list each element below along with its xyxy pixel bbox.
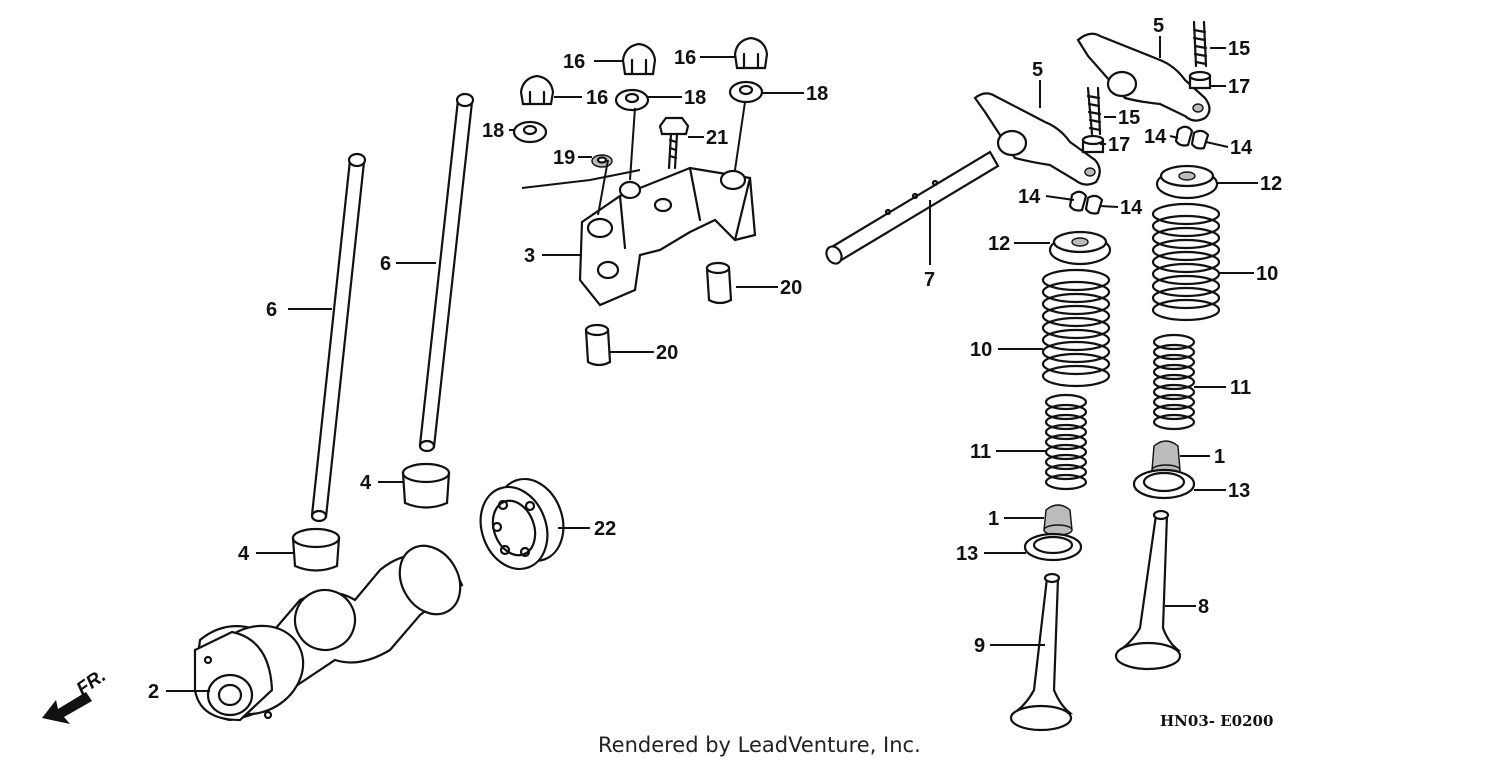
callout-16: 16 <box>674 47 696 69</box>
callout-6: 6 <box>266 299 277 321</box>
callout-15: 15 <box>1118 107 1140 129</box>
valve-lifter-lower[interactable] <box>291 527 341 572</box>
spring-retainer-right[interactable] <box>1155 164 1219 200</box>
washer-c[interactable] <box>728 80 764 104</box>
callout-20: 20 <box>780 277 802 299</box>
callout-16: 16 <box>586 87 608 109</box>
rocker-arm-shaft[interactable] <box>823 150 1000 266</box>
callout-11: 11 <box>1230 377 1251 399</box>
inner-spring-right[interactable] <box>1152 333 1196 431</box>
callout-14: 14 <box>1144 126 1167 148</box>
adjusting-screw-right[interactable] <box>1192 20 1208 68</box>
valve-intake[interactable] <box>1009 572 1074 732</box>
callout-5: 5 <box>1153 15 1164 37</box>
camshaft[interactable] <box>191 535 473 732</box>
valve-exhaust[interactable] <box>1114 509 1182 671</box>
callout-18: 18 <box>806 83 828 105</box>
callout-12: 12 <box>1260 173 1282 195</box>
valve-cotter-right[interactable] <box>1174 125 1210 150</box>
spring-seat-right[interactable] <box>1132 468 1196 500</box>
lock-nut-right[interactable] <box>1188 70 1212 90</box>
callout-15: 15 <box>1228 38 1250 60</box>
callout-19: 19 <box>553 147 575 169</box>
callout-18: 18 <box>482 120 504 142</box>
rocker-arm-left[interactable] <box>973 92 1101 186</box>
callout-14: 14 <box>1018 186 1041 208</box>
outer-spring-left[interactable] <box>1041 268 1111 388</box>
washer-a[interactable] <box>512 120 548 144</box>
front-direction-arrow-icon <box>42 692 92 724</box>
callout-17: 17 <box>1108 134 1130 156</box>
callout-17: 17 <box>1228 76 1250 98</box>
front-direction-label: FR. <box>73 665 110 700</box>
callout-14: 14 <box>1120 197 1143 219</box>
callout-20: 20 <box>656 342 678 364</box>
callout-2: 2 <box>148 681 159 703</box>
callout-4: 4 <box>360 472 372 494</box>
callout-7: 7 <box>924 269 935 291</box>
push-rod-left[interactable] <box>310 152 367 523</box>
callout-13: 13 <box>1228 480 1250 502</box>
seal-washer[interactable] <box>591 154 613 168</box>
dowel-pin-lower[interactable] <box>584 323 612 367</box>
flange-bolt[interactable] <box>658 116 690 170</box>
callout-12: 12 <box>988 233 1010 255</box>
callout-1: 1 <box>1214 446 1225 468</box>
callout-4: 4 <box>238 543 250 565</box>
callout-10: 10 <box>970 339 992 361</box>
callout-10: 10 <box>1256 263 1278 285</box>
callout-13: 13 <box>956 543 978 565</box>
callout-21: 21 <box>706 127 728 149</box>
credit-text: Rendered by LeadVenture, Inc. <box>598 733 921 757</box>
dowel-pin-upper[interactable] <box>705 261 733 305</box>
valve-lifter-upper[interactable] <box>401 462 451 509</box>
cap-nut-b[interactable] <box>621 42 657 76</box>
valve-cotter-left[interactable] <box>1068 190 1104 215</box>
rocker-arm-holder[interactable] <box>578 166 757 307</box>
callout-18: 18 <box>684 87 706 109</box>
callout-16: 16 <box>563 51 585 73</box>
diagram-code: HN03- E0200 <box>1160 712 1273 730</box>
callout-1: 1 <box>988 508 999 530</box>
callout-8: 8 <box>1198 596 1209 618</box>
push-rod-right[interactable] <box>418 92 475 453</box>
washer-b[interactable] <box>614 88 650 112</box>
callout-5: 5 <box>1032 59 1043 81</box>
callout-14: 14 <box>1230 137 1253 159</box>
spring-retainer-left[interactable] <box>1048 230 1112 266</box>
callout-11: 11 <box>970 441 991 463</box>
leader-lines <box>166 36 1258 692</box>
adjusting-screw-left[interactable] <box>1086 86 1102 136</box>
callout-6: 6 <box>380 253 391 275</box>
lock-nut-left[interactable] <box>1081 134 1105 154</box>
callout-22: 22 <box>594 518 616 540</box>
cap-nut-c[interactable] <box>733 36 769 70</box>
cap-nut-a[interactable] <box>519 74 555 106</box>
camshaft-bearing[interactable] <box>470 470 575 579</box>
callout-3: 3 <box>524 245 535 267</box>
inner-spring-left[interactable] <box>1044 393 1088 491</box>
stem-seal-left[interactable] <box>1043 504 1073 536</box>
callout-9: 9 <box>974 635 985 657</box>
outer-spring-right[interactable] <box>1151 202 1221 322</box>
spring-seat-left[interactable] <box>1023 532 1083 562</box>
rocker-arm-right[interactable] <box>1076 32 1211 122</box>
